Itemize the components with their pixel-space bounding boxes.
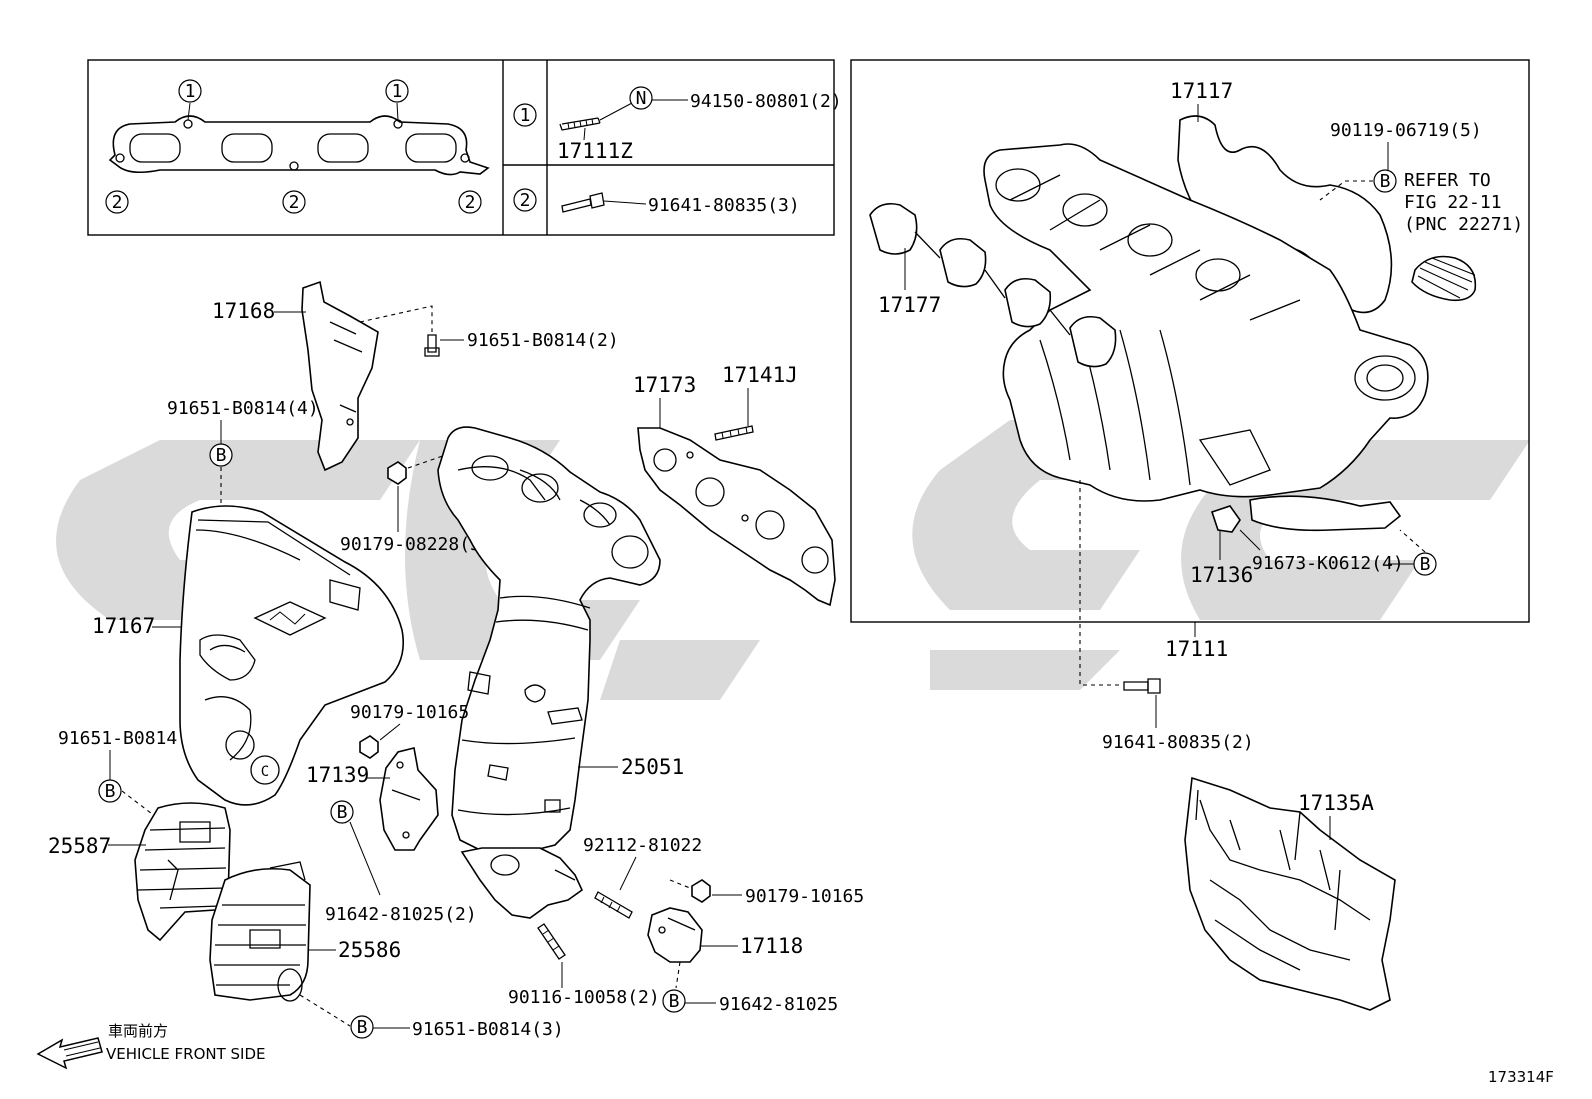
row2-ref-circle: [513, 188, 537, 212]
bracket-17136-shape: [1210, 505, 1241, 533]
insulator-17135a-drawing: [1184, 776, 1396, 1011]
part-17111: 17111: [1165, 637, 1228, 661]
ref-circle-2-c-text: 2: [465, 192, 476, 213]
insulator-17167-drawing: C: [179, 505, 404, 806]
part-17177: 17177: [878, 293, 941, 317]
mark-b-top-right-text: B: [1380, 171, 1391, 192]
part-91673-k0612: 91673-K0612(4): [1252, 553, 1404, 574]
ref-circle-1-right-text: 1: [392, 81, 403, 102]
part-17136: 17136: [1190, 563, 1253, 587]
ref-circle-1-left: [178, 79, 202, 103]
inset-frame: [87, 59, 835, 236]
part-17117: 17117: [1170, 79, 1233, 103]
part-17139: 17139: [306, 763, 369, 787]
part-91651-b0814-4: 91651-B0814(4): [167, 398, 319, 419]
part-91641-80835-2: 91641-80835(2): [1102, 732, 1254, 753]
ref-circle-2-a-text: 2: [112, 192, 123, 213]
intake-gasket-drawing: [869, 202, 1117, 368]
refer-line-1: REFER TO: [1404, 170, 1491, 191]
part-25051: 25051: [621, 755, 684, 779]
lower-shield-shape: [1249, 495, 1402, 532]
vehicle-front-legend: 車両前方 VEHICLE FRONT SIDE: [36, 1022, 266, 1070]
nut-mark-text: N: [636, 88, 647, 109]
insulator-25586-drawing: [209, 861, 311, 1002]
ref-circle-2-b-text: 2: [289, 192, 300, 213]
ref-circle-1-left-text: 1: [185, 81, 196, 102]
mark-b-bottom-right: [1413, 552, 1437, 576]
part-90179-10165-a: 90179-10165: [350, 702, 469, 723]
intake-box-frame: [850, 59, 1530, 623]
part-94150-80801: 94150-80801(2): [690, 91, 842, 112]
stud-17141j-drawing: [714, 425, 754, 441]
part-90179-10165-b: 90179-10165: [745, 886, 864, 907]
ref-circle-2-c: [458, 190, 482, 214]
mark-c-text: C: [261, 764, 269, 780]
bolt-91641-80835-2-drawing: [1123, 678, 1161, 694]
bolt-91651-b0814-2-drawing: [424, 334, 440, 357]
mark-b-17139-text: B: [337, 802, 348, 823]
nut-90179-08228-drawing: [387, 461, 407, 485]
mark-b-top-right: [1373, 169, 1397, 193]
mark-b-17118-text: B: [669, 991, 680, 1012]
nut-90179-10165-a-drawing: [359, 735, 379, 759]
refer-line-3: (PNC 22271): [1404, 214, 1523, 235]
part-90119-06719: 90119-06719(5): [1330, 120, 1482, 141]
bracket-17139-drawing: [379, 747, 439, 851]
refer-line-2: FIG 22-11: [1404, 192, 1502, 213]
legend-japanese: 車両前方: [108, 1022, 168, 1040]
intake-manifold-box: 17117 90119-06719(5) B REFER TO FIG 22-1…: [850, 59, 1530, 623]
part-25587: 25587: [48, 834, 111, 858]
gasket-17173-drawing: [637, 427, 836, 607]
stud-92112-drawing: [594, 891, 633, 919]
part-17135a: 17135A: [1298, 791, 1374, 815]
part-25586: 25586: [338, 938, 401, 962]
nut-mark-circle: [629, 86, 653, 110]
mark-b-left-text: B: [105, 781, 116, 802]
part-17141j: 17141J: [722, 363, 798, 387]
mark-b-upper-left: [209, 443, 233, 467]
bolt-91641-drawing: [561, 192, 605, 213]
legend-english: VEHICLE FRONT SIDE: [106, 1045, 266, 1063]
figure-id: 173314F: [1488, 1068, 1554, 1086]
row2-ref-text: 2: [520, 190, 531, 211]
part-90116-10058: 90116-10058(2): [508, 987, 660, 1008]
stud-90116-drawing: [537, 923, 566, 960]
mark-b-17118: [662, 989, 686, 1013]
ref-circle-2-b: [282, 190, 306, 214]
intake-manifold-shape: [983, 143, 1429, 502]
bracket-17168-drawing: [301, 280, 379, 472]
part-91651-b0814-2: 91651-B0814(2): [467, 330, 619, 351]
front-arrow-icon: [36, 1037, 103, 1070]
mark-b-left: [98, 779, 122, 803]
part-90179-08228: 90179-08228(5): [340, 534, 492, 555]
part-91651-b0814-3: 91651-B0814(3): [412, 1019, 564, 1040]
stud-17111z-drawing: [559, 117, 601, 131]
part-17173: 17173: [633, 373, 696, 397]
part-17118: 17118: [740, 934, 803, 958]
mark-b-bottom: [350, 1015, 374, 1039]
row1-ref-text: 1: [520, 105, 531, 126]
nut-90179-10165-b-drawing: [691, 879, 711, 903]
gasket-inset-table: 1 1 2 2 2 1 N 94150-80801(2) 17111Z 2 91…: [87, 59, 842, 236]
mark-b-bottom-right-text: B: [1420, 554, 1431, 575]
insulator-25587-drawing: [134, 802, 231, 942]
mark-b-bottom-text: B: [357, 1017, 368, 1038]
part-17111z: 17111Z: [557, 139, 633, 163]
part-91651-b0814: 91651-B0814: [58, 728, 177, 749]
part-17167: 17167: [92, 614, 155, 638]
part-17168: 17168: [212, 299, 275, 323]
exhaust-gasket-drawing: [108, 102, 490, 176]
part-91641-80835-3: 91641-80835(3): [648, 195, 800, 216]
ref-circle-2-a: [105, 190, 129, 214]
bracket-17118-drawing: [647, 907, 703, 963]
ref-circle-1-right: [385, 79, 409, 103]
mark-b-17139: [330, 800, 354, 824]
exhaust-manifold-drawing: [437, 426, 661, 919]
part-92112-81022: 92112-81022: [583, 835, 702, 856]
row1-ref-circle: [513, 103, 537, 127]
mark-b-upper-left-text: B: [216, 445, 227, 466]
part-91642-81025-2: 91642-81025(2): [325, 904, 477, 925]
part-91642-81025: 91642-81025: [719, 994, 838, 1015]
